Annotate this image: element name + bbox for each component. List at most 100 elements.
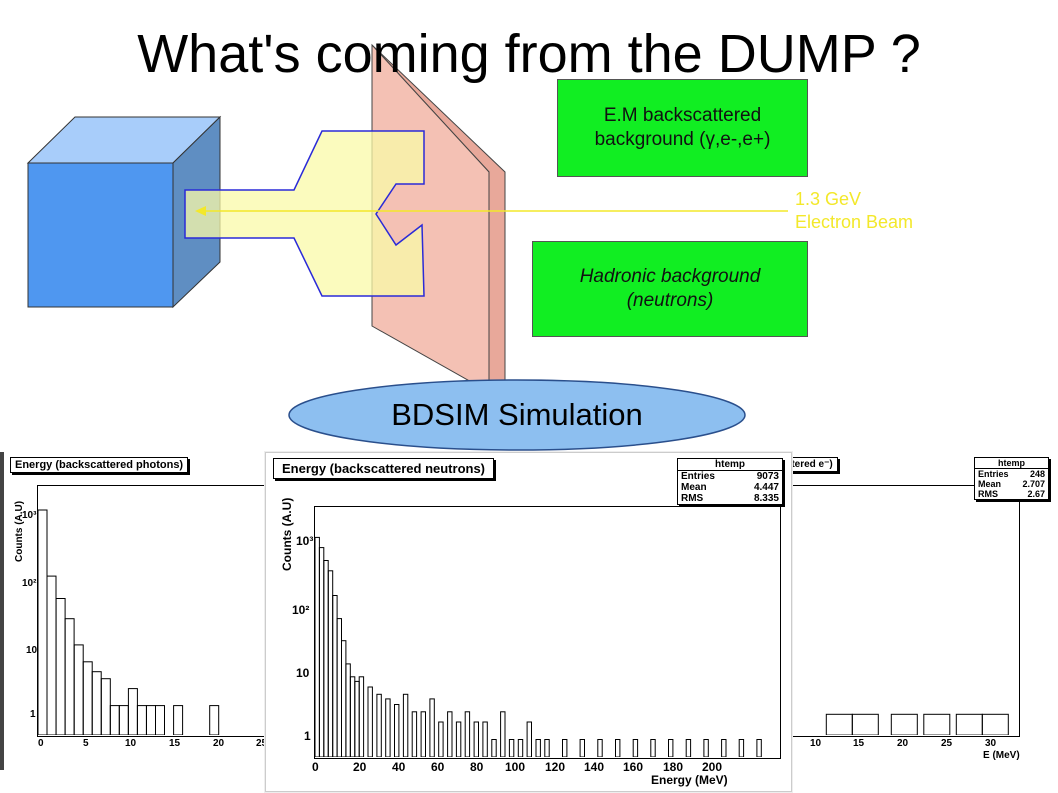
- simulation-label: BDSIM Simulation: [391, 397, 643, 432]
- neutron-xtick: 60: [431, 760, 445, 774]
- neutron-ytick: 10³: [296, 534, 314, 548]
- neutron-histogram-bar: [597, 739, 603, 757]
- photon-plot-title: Energy (backscattered photons): [10, 457, 189, 473]
- dump-diagram: [26, 43, 788, 393]
- neutron-histogram-bar: [473, 721, 480, 757]
- stats-label: Entries: [978, 469, 1009, 479]
- neutron-histogram-bar: [318, 547, 325, 757]
- neutron-histogram-bar: [367, 686, 373, 757]
- electron-histogram-bar: [825, 713, 853, 735]
- neutron-histogram-bar: [341, 640, 347, 757]
- photon-ytick: 10²: [22, 578, 37, 589]
- hadronic-box-line-2: (neutrons): [626, 290, 714, 311]
- photon-histogram-bar: [38, 509, 48, 735]
- stats-value: 4.447: [753, 482, 779, 493]
- photon-ytick: 1: [30, 709, 36, 720]
- neutron-histogram-bar: [358, 676, 365, 757]
- neutron-xtick: 40: [392, 760, 406, 774]
- neutron-xtick: 200: [702, 760, 723, 774]
- shield-face: [371, 43, 490, 393]
- neutron-histogram-bar: [685, 739, 692, 757]
- neutron-stats-row: RMS 8.335: [678, 493, 782, 504]
- neutron-histogram-bar: [455, 721, 462, 757]
- neutron-xtick: 160: [623, 760, 644, 774]
- neutron-histogram-bar: [562, 739, 568, 757]
- neutron-histogram: [315, 536, 762, 757]
- neutron-ytick: 1: [304, 729, 311, 743]
- beam-label: 1.3 GeV Electron Beam: [795, 188, 913, 234]
- photon-xtick: 10: [125, 738, 137, 749]
- slide-title: What's coming from the DUMP ?: [137, 24, 921, 84]
- neutron-xtick: 80: [470, 760, 484, 774]
- neutron-xtick: 0: [312, 760, 319, 774]
- neutron-histogram-bar: [420, 711, 426, 757]
- em-background-box: E.M backscattered background (γ,e-,e+): [557, 79, 808, 177]
- photon-xtick: 5: [83, 738, 89, 749]
- photon-xtick: 25: [256, 738, 268, 749]
- electron-stats-name: htemp: [975, 458, 1048, 469]
- electron-histogram: [825, 713, 1009, 735]
- stats-value: 2.707: [1022, 479, 1045, 489]
- neutron-histogram-bar: [544, 739, 550, 757]
- neutron-histogram-bar: [632, 739, 639, 757]
- neutron-histogram-bar: [721, 739, 727, 757]
- stats-value: 8.335: [753, 493, 779, 504]
- neutron-histogram-bar: [517, 739, 524, 757]
- photon-histogram-bar: [73, 644, 84, 735]
- photon-ytick: 10: [26, 645, 38, 656]
- em-box-line-1: E.M backscattered: [603, 105, 762, 126]
- neutron-histogram-bar: [336, 618, 343, 757]
- stats-value: 9073: [756, 471, 779, 482]
- neutron-histogram-bar: [535, 739, 541, 757]
- neutron-plot-xlabel: Energy (MeV): [651, 773, 728, 787]
- photon-xtick: 20: [213, 738, 225, 749]
- electron-xtick: 20: [897, 738, 909, 749]
- neutron-histogram-bar: [332, 595, 338, 757]
- electron-histogram-bar: [955, 713, 983, 735]
- photon-histogram-bar: [146, 705, 156, 735]
- photon-histogram-bar: [91, 671, 102, 735]
- beam-label-line-1: 1.3 GeV: [795, 189, 862, 209]
- neutron-ytick: 10²: [292, 603, 310, 617]
- neutron-histogram-bar: [385, 698, 391, 757]
- neutron-histogram-bar: [650, 739, 656, 757]
- neutron-histogram-bar: [345, 663, 351, 757]
- electron-xtick: 25: [941, 738, 953, 749]
- neutron-histogram-bar: [756, 739, 762, 757]
- neutron-plot-ylabel: Counts (A.U): [280, 497, 294, 571]
- electron-histogram-bar: [890, 713, 918, 735]
- photon-histogram-bar: [127, 688, 138, 735]
- backscatter-arrow: [184, 130, 425, 297]
- stats-label: Mean: [978, 479, 1002, 489]
- neutron-xtick: 20: [353, 760, 367, 774]
- neutron-histogram-bar: [491, 739, 497, 757]
- photon-ytick: 10³: [22, 510, 37, 521]
- stats-label: RMS: [681, 493, 704, 504]
- hadronic-box-line-1: Hadronic background: [579, 266, 761, 287]
- photon-histogram-bar: [109, 705, 120, 735]
- neutron-histogram-bar: [447, 711, 453, 757]
- neutron-histogram-bar: [411, 711, 418, 757]
- cube-front: [27, 162, 174, 308]
- electron-xtick: 30: [985, 738, 997, 749]
- electron-plot-xlabel: E (MeV): [983, 750, 1020, 761]
- neutron-histogram-bar: [500, 711, 506, 757]
- neutron-histogram-bar: [376, 693, 382, 757]
- stats-label: Entries: [681, 471, 715, 482]
- neutron-plot-panel: Energy (backscattered neutrons) htemp En…: [265, 452, 792, 792]
- neutron-xtick: 120: [545, 760, 566, 774]
- electron-xtick: 10: [810, 738, 822, 749]
- photon-histogram-bar: [64, 618, 75, 735]
- neutron-histogram-bar: [738, 739, 745, 757]
- electron-histogram-bar: [851, 713, 879, 735]
- neutron-plot-title: Energy (backscattered neutrons): [273, 458, 495, 479]
- photon-xtick: 15: [169, 738, 181, 749]
- photon-histogram-bar: [118, 705, 129, 735]
- photon-plot-panel: Energy (backscattered photons) Counts (A…: [0, 452, 275, 770]
- photon-histogram-bar: [46, 575, 57, 735]
- neutron-xtick: 100: [505, 760, 526, 774]
